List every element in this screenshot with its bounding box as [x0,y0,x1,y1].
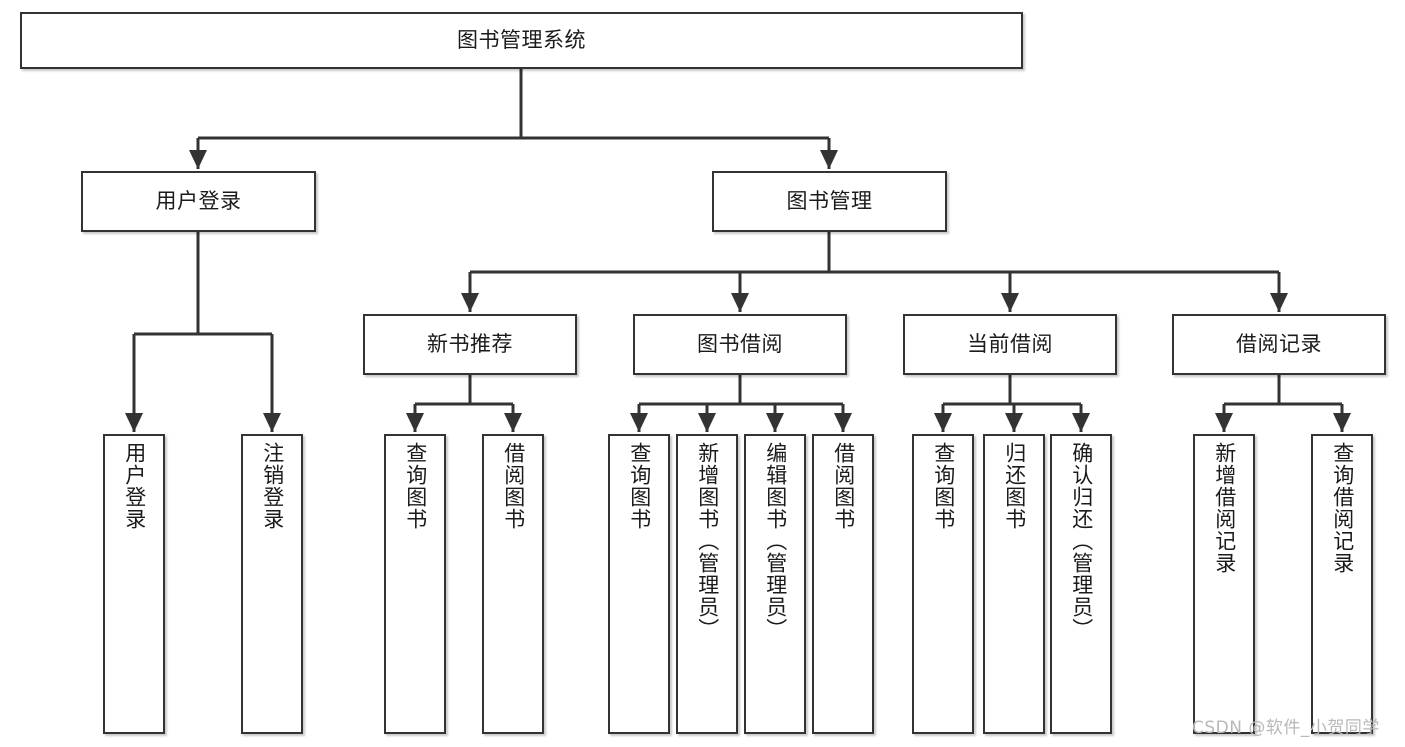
level2-node-图书管理-1[interactable]: 图书管理 [712,171,947,232]
node-label: 新增借阅记录 [1212,442,1237,574]
connector-group-图书管理 [461,232,1288,312]
connector-arrowhead [934,413,952,432]
connector-group-新书推荐 [406,375,522,432]
leaf-node-新增图书管理员-5[interactable]: 新增图书（管理员） [676,434,738,734]
node-label: 借阅图书 [831,442,856,530]
leaf-node-借阅图书-7[interactable]: 借阅图书 [812,434,874,734]
connector-group-用户登录 [125,232,281,432]
connector-arrowhead [1001,293,1019,312]
leaf-node-编辑图书管理员-6[interactable]: 编辑图书（管理员） [744,434,806,734]
node-label: 查询图书 [627,442,652,530]
node-label: 确认归还（管理员） [1069,442,1094,640]
connector-arrowhead [1270,293,1288,312]
level3-node-图书借阅-1[interactable]: 图书借阅 [633,314,847,375]
node-label: 用户登录 [122,442,147,530]
connector-arrowhead [125,413,143,432]
node-label: 查询图书 [403,442,428,530]
leaf-node-注销登录-1[interactable]: 注销登录 [241,434,303,734]
connector-group-当前借阅 [934,375,1090,432]
node-label: 注销登录 [260,442,285,530]
connector-arrowhead [189,150,207,169]
node-label: 借阅记录 [1236,331,1322,356]
connector-arrowhead [1072,413,1090,432]
connector-arrowhead [731,293,749,312]
node-label: 图书管理系统 [457,27,586,52]
node-label: 编辑图书（管理员） [763,442,788,640]
leaf-node-查询图书-8[interactable]: 查询图书 [912,434,974,734]
node-label: 图书管理 [786,188,873,213]
leaf-node-查询图书-4[interactable]: 查询图书 [608,434,670,734]
connector-arrowhead [698,413,716,432]
node-label: 图书借阅 [697,331,783,356]
node-label: 新增图书（管理员） [695,442,720,640]
node-label: 当前借阅 [967,331,1053,356]
node-label: 新书推荐 [427,331,513,356]
level3-node-当前借阅-2[interactable]: 当前借阅 [903,314,1117,375]
level3-node-新书推荐-0[interactable]: 新书推荐 [363,314,577,375]
node-label: 归还图书 [1002,442,1027,530]
connector-arrowhead [461,293,479,312]
node-label: 用户登录 [155,188,242,213]
connector-arrowhead [820,150,838,169]
connector-arrowhead [766,413,784,432]
connector-arrowhead [630,413,648,432]
leaf-node-新增借阅记录-11[interactable]: 新增借阅记录 [1193,434,1255,734]
leaf-node-查询借阅记录-12[interactable]: 查询借阅记录 [1311,434,1373,734]
node-label: 查询图书 [931,442,956,530]
leaf-node-归还图书-9[interactable]: 归还图书 [983,434,1045,734]
node-label: 查询借阅记录 [1330,442,1355,574]
node-label: 借阅图书 [501,442,526,530]
level2-node-用户登录-0[interactable]: 用户登录 [81,171,316,232]
connector-group-图书借阅 [630,375,852,432]
root-node-图书管理系统[interactable]: 图书管理系统 [20,12,1023,69]
connector-group-图书管理系统 [189,69,838,169]
connector-arrowhead [834,413,852,432]
connector-arrowhead [406,413,424,432]
connector-arrowhead [263,413,281,432]
level3-node-借阅记录-3[interactable]: 借阅记录 [1172,314,1386,375]
leaf-node-借阅图书-3[interactable]: 借阅图书 [482,434,544,734]
watermark-label: CSDN @软件_小贺同学 [1192,718,1380,738]
connector-arrowhead [504,413,522,432]
leaf-node-查询图书-2[interactable]: 查询图书 [384,434,446,734]
leaf-node-用户登录-0[interactable]: 用户登录 [103,434,165,734]
connector-arrowhead [1005,413,1023,432]
leaf-node-确认归还管理员-10[interactable]: 确认归还（管理员） [1050,434,1112,734]
connector-group-借阅记录 [1215,375,1351,432]
connector-arrowhead [1215,413,1233,432]
connector-arrowhead [1333,413,1351,432]
